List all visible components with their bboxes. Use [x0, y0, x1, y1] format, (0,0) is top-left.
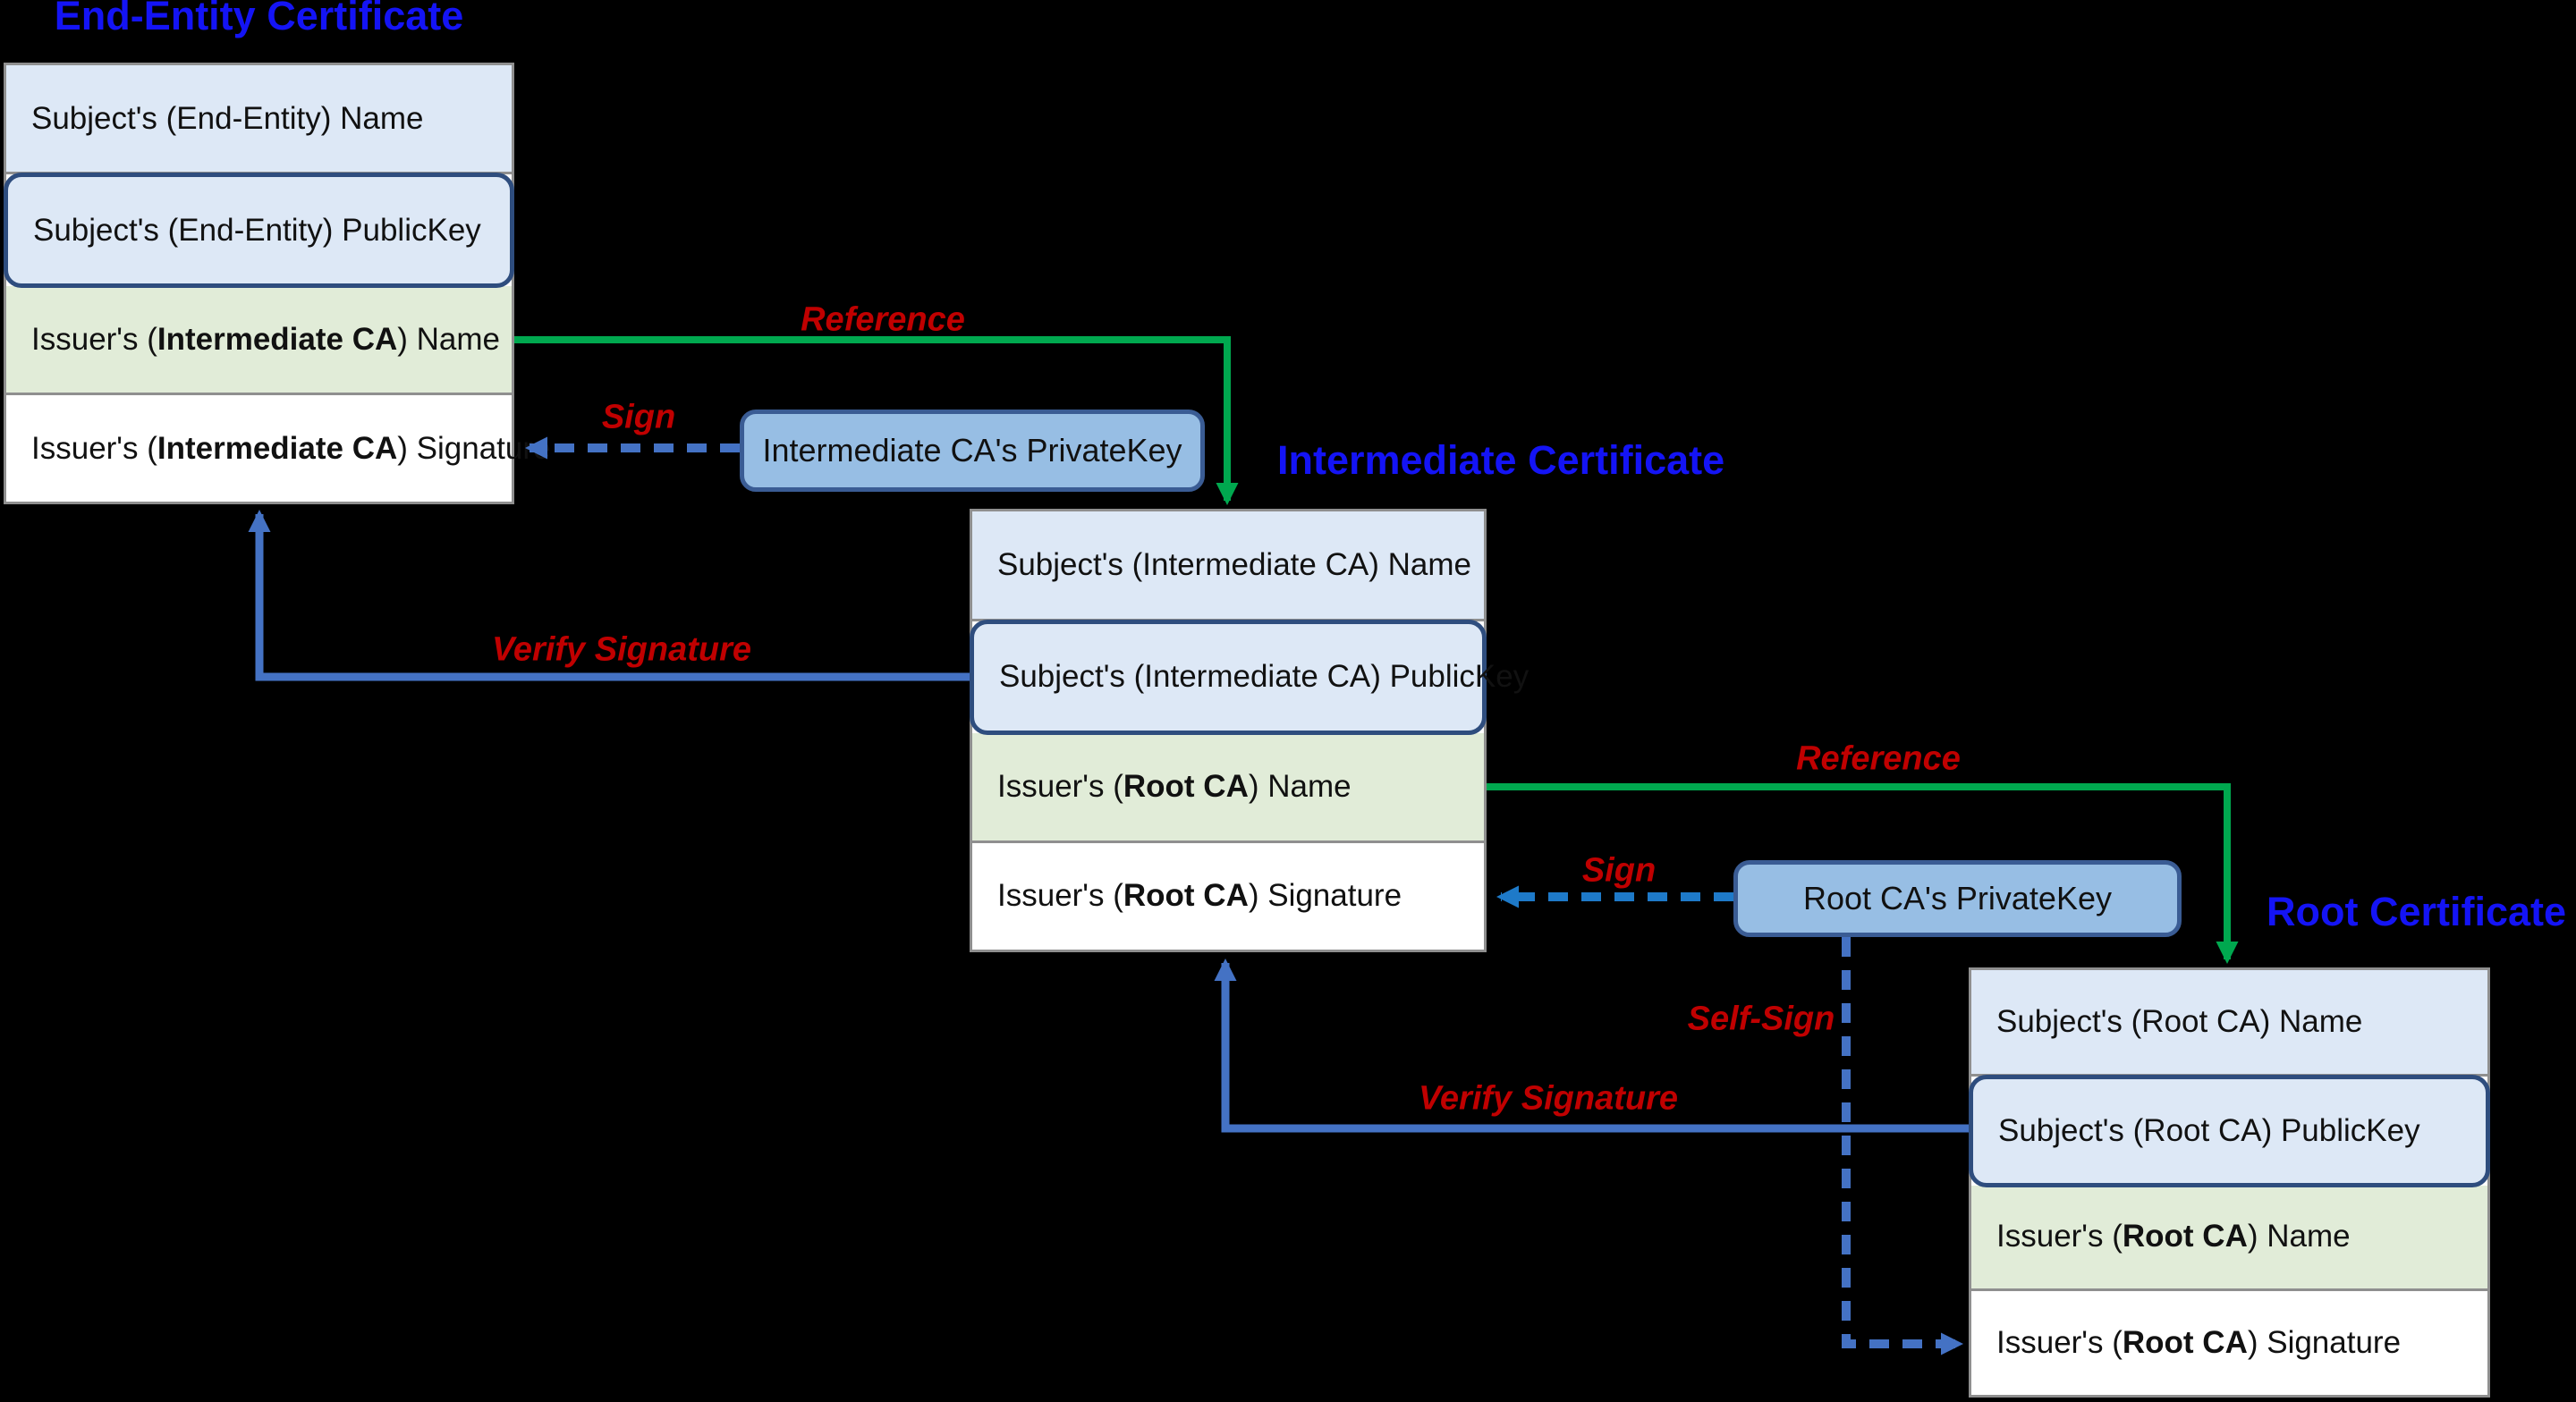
row-text: Issuer's (Intermediate CA) Signature — [31, 430, 551, 466]
row-text: Subject's (Intermediate CA) Name — [997, 546, 1471, 582]
reference-label-1: Reference — [801, 300, 965, 339]
end-entity-certificate-title: End-Entity Certificate — [54, 0, 464, 38]
row-text: Subject's (End-Entity) Name — [31, 100, 424, 136]
row-text: Issuer's (Root CA) Signature — [1996, 1325, 2402, 1361]
intermediate-subject-name-row: Subject's (Intermediate CA) Name — [972, 511, 1484, 621]
row-text: Issuer's (Root CA) Signature — [997, 878, 1402, 914]
root-issuer-signature-row: Issuer's (Root CA) Signature — [1971, 1291, 2487, 1395]
root-issuer-name-row: Issuer's (Root CA) Name — [1971, 1185, 2487, 1292]
intermediate-ca-privatekey-box: Intermediate CA's PrivateKey — [740, 410, 1205, 492]
row-text: Issuer's (Intermediate CA) Name — [31, 321, 501, 357]
end-entity-certificate-box: Subject's (End-Entity) Name Subject's (E… — [4, 63, 551, 504]
self-sign-label: Self-Sign — [1687, 1000, 1835, 1038]
end-entity-issuer-name-row: Issuer's (Intermediate CA) Name — [6, 286, 512, 395]
sign-label-2: Sign — [1581, 851, 1657, 890]
root-certificate-box: Subject's (Root CA) Name Subject's (Root… — [1969, 967, 2490, 1398]
row-text: Subject's (End-Entity) PublicKey — [33, 212, 481, 248]
intermediate-subject-publickey-row: Subject's (Intermediate CA) PublicKey — [970, 619, 1529, 735]
end-entity-subject-name-row: Subject's (End-Entity) Name — [6, 65, 512, 174]
sign-label-1: Sign — [601, 398, 676, 436]
end-entity-issuer-signature-row: Issuer's (Intermediate CA) Signature — [6, 395, 551, 502]
reference-label-2: Reference — [1796, 739, 1961, 778]
end-entity-subject-publickey-row: Subject's (End-Entity) PublicKey — [4, 173, 514, 288]
intermediate-certificate-title: Intermediate Certificate — [1277, 437, 1725, 483]
intermediate-certificate-box: Subject's (Intermediate CA) Name Subject… — [970, 509, 1529, 952]
row-text: Issuer's (Root CA) Name — [997, 768, 1352, 804]
root-ca-privatekey-box: Root CA's PrivateKey — [1733, 860, 2182, 937]
intermediate-issuer-signature-row: Issuer's (Root CA) Signature — [972, 842, 1484, 950]
verify-signature-label-1: Verify Signature — [491, 630, 752, 669]
row-text: Subject's (Root CA) PublicKey — [1998, 1112, 2420, 1148]
row-text: Subject's (Root CA) Name — [1996, 1003, 2363, 1039]
root-subject-publickey-row: Subject's (Root CA) PublicKey — [1969, 1074, 2490, 1187]
root-certificate-title: Root Certificate — [2267, 889, 2567, 934]
verify-signature-label-2: Verify Signature — [1418, 1079, 1679, 1118]
intermediate-issuer-name-row: Issuer's (Root CA) Name — [972, 733, 1484, 843]
row-text: Issuer's (Root CA) Name — [1996, 1219, 2351, 1254]
self-sign-arrow — [1842, 937, 1963, 1356]
row-text: Subject's (Intermediate CA) PublicKey — [999, 659, 1530, 695]
root-subject-name-row: Subject's (Root CA) Name — [1971, 970, 2487, 1077]
